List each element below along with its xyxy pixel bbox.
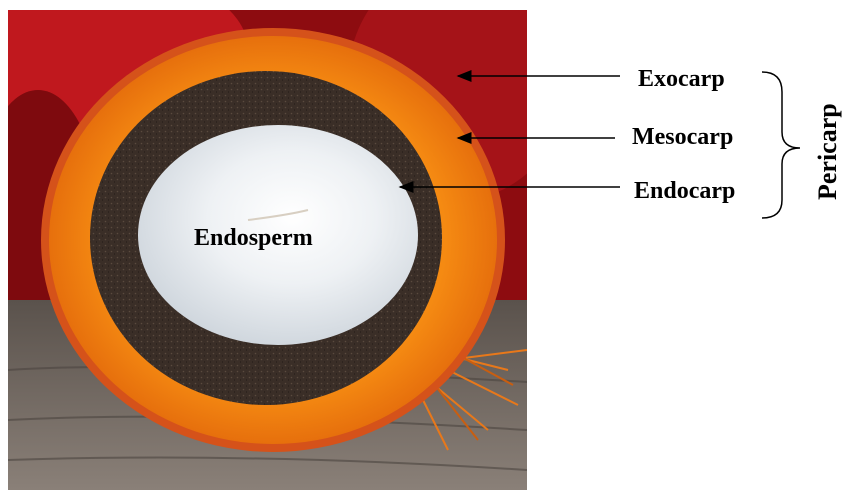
endocarp-label: Endocarp (634, 178, 735, 205)
pericarp-label: Pericarp (813, 103, 843, 200)
exocarp-label: Exocarp (638, 66, 725, 93)
mesocarp-label: Mesocarp (632, 124, 733, 151)
pericarp-brace (762, 72, 800, 218)
endosperm-label: Endosperm (194, 225, 313, 252)
